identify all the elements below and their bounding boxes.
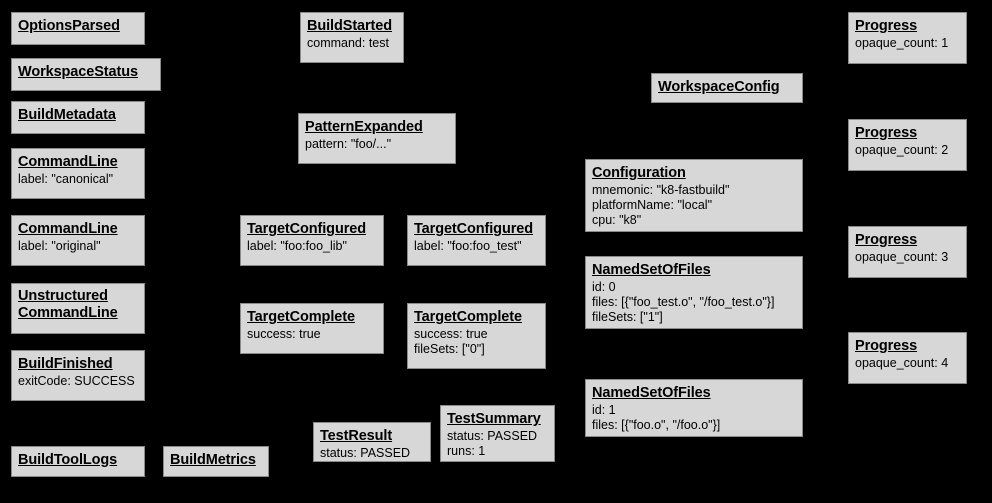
node-progress-4[interactable]: Progress opaque_count: 4	[848, 332, 967, 384]
node-title: Progress	[855, 232, 918, 248]
node-title: TargetConfigured	[247, 221, 366, 237]
node-progress-1[interactable]: Progress opaque_count: 1	[848, 12, 967, 64]
node-target-configured-foo-test[interactable]: TargetConfigured label: "foo:foo_test"	[407, 215, 546, 266]
node-command-line-original[interactable]: CommandLine label: "original"	[11, 215, 145, 266]
node-build-started[interactable]: BuildStarted command: test	[300, 12, 404, 63]
node-test-result[interactable]: TestResult status: PASSED	[313, 422, 431, 462]
node-fields: success: true fileSets: ["0"]	[414, 327, 488, 356]
node-title: TestResult	[320, 428, 393, 444]
node-command-line-canonical[interactable]: CommandLine label: "canonical"	[11, 148, 145, 199]
node-fields: success: true	[247, 327, 321, 341]
node-unstructured-command-line[interactable]: Unstructured CommandLine	[11, 283, 145, 334]
node-fields: opaque_count: 2	[855, 143, 949, 157]
node-title: BuildToolLogs	[18, 452, 118, 468]
node-fields: id: 1 files: [{"foo.o", "/foo.o"}]	[592, 403, 721, 432]
node-workspace-status[interactable]: WorkspaceStatus	[11, 58, 161, 91]
node-title: OptionsParsed	[18, 18, 120, 34]
node-target-complete-lib[interactable]: TargetComplete success: true	[240, 303, 384, 354]
node-fields: label: "foo:foo_test"	[414, 239, 522, 253]
node-fields: label: "original"	[18, 239, 101, 253]
node-progress-2[interactable]: Progress opaque_count: 2	[848, 119, 967, 171]
node-pattern-expanded[interactable]: PatternExpanded pattern: "foo/..."	[298, 113, 456, 164]
node-fields: status: PASSED	[320, 446, 411, 460]
node-title: TargetComplete	[414, 309, 522, 325]
node-title: Unstructured CommandLine	[18, 288, 118, 321]
node-fields: pattern: "foo/..."	[305, 137, 392, 151]
node-title: BuildMetadata	[18, 107, 116, 123]
node-title: WorkspaceConfig	[658, 79, 780, 95]
node-target-complete-test[interactable]: TargetComplete success: true fileSets: ["…	[407, 303, 546, 369]
node-fields: status: PASSED runs: 1	[447, 429, 538, 458]
node-fields: id: 0 files: [{"foo_test.o", "/foo_test.…	[592, 280, 775, 324]
node-fields: label: "canonical"	[18, 172, 114, 186]
node-named-set-of-files-0[interactable]: NamedSetOfFiles id: 0 files: [{"foo_test.…	[585, 256, 803, 329]
node-title: BuildFinished	[18, 356, 113, 372]
node-title: TestSummary	[447, 411, 541, 427]
node-target-configured-foo-lib[interactable]: TargetConfigured label: "foo:foo_lib"	[240, 215, 384, 266]
node-build-metrics[interactable]: BuildMetrics	[163, 446, 269, 477]
node-title: WorkspaceStatus	[18, 64, 138, 80]
node-fields: opaque_count: 1	[855, 36, 949, 50]
node-title: TargetConfigured	[414, 221, 533, 237]
node-title: BuildMetrics	[170, 452, 256, 468]
node-named-set-of-files-1[interactable]: NamedSetOfFiles id: 1 files: [{"foo.o", "…	[585, 379, 803, 437]
node-progress-3[interactable]: Progress opaque_count: 3	[848, 226, 967, 278]
node-title: BuildStarted	[307, 18, 393, 34]
node-build-metadata[interactable]: BuildMetadata	[11, 101, 145, 134]
node-title: PatternExpanded	[305, 119, 423, 135]
node-title: Configuration	[592, 165, 686, 181]
node-fields: opaque_count: 4	[855, 356, 949, 370]
node-title: Progress	[855, 125, 918, 141]
node-fields: command: test	[307, 36, 389, 50]
node-workspace-config[interactable]: WorkspaceConfig	[651, 73, 803, 103]
node-title: Progress	[855, 18, 918, 34]
node-title: TargetComplete	[247, 309, 355, 325]
node-test-summary[interactable]: TestSummary status: PASSED runs: 1	[440, 405, 555, 462]
node-fields: mnemonic: "k8-fastbuild" platformName: "…	[592, 183, 730, 227]
node-build-tool-logs[interactable]: BuildToolLogs	[11, 446, 145, 477]
node-title: CommandLine	[18, 221, 118, 237]
node-build-finished[interactable]: BuildFinished exitCode: SUCCESS	[11, 350, 145, 401]
node-fields: exitCode: SUCCESS	[18, 374, 135, 388]
node-title: NamedSetOfFiles	[592, 385, 711, 401]
node-title: Progress	[855, 338, 918, 354]
node-title: CommandLine	[18, 154, 118, 170]
node-options-parsed[interactable]: OptionsParsed	[11, 12, 145, 45]
node-fields: opaque_count: 3	[855, 250, 949, 264]
node-title: NamedSetOfFiles	[592, 262, 711, 278]
node-fields: label: "foo:foo_lib"	[247, 239, 347, 253]
node-configuration[interactable]: Configuration mnemonic: "k8-fastbuild" pl…	[585, 159, 803, 232]
